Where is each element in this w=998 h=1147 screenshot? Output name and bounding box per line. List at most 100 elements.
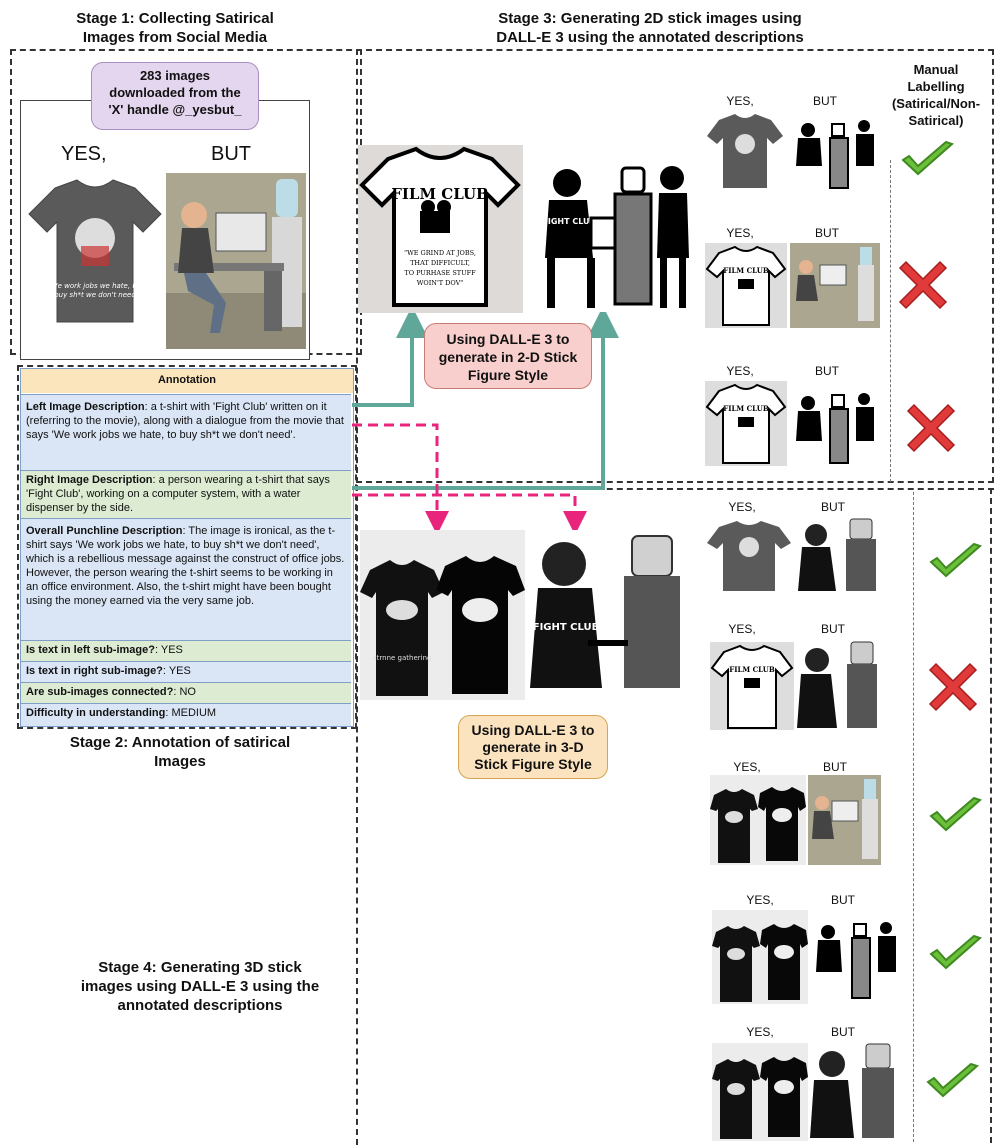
annotation-q4: Difficulty in understanding: MEDIUM — [21, 703, 351, 726]
pair3d-1-yes-label: YES, — [728, 500, 756, 514]
svg-text:WOIN'T DOV": WOIN'T DOV" — [417, 279, 464, 287]
callout-2d-line3: Figure Style — [467, 367, 549, 383]
callout-3d: Using DALL-E 3 to generate in 3-D Stick … — [458, 715, 608, 779]
pair3d-4-left-image — [712, 910, 808, 1004]
stage4-left-divider — [356, 485, 358, 1145]
pair3d-2-right-image — [797, 640, 881, 730]
callout-3d-line1: Using DALL-E 3 to — [471, 722, 595, 738]
pair3d-5-right-image — [810, 1040, 900, 1140]
manual-labelling-header: Manual Labelling (Satirical/Non- Satiric… — [876, 61, 996, 129]
generated-2d-person-shirt: FIGHT CLUB — [542, 217, 595, 226]
manual-labelling-line4: Satirical) — [908, 113, 964, 128]
generated-2d-shirt-title: FILM CLUB — [391, 185, 488, 203]
pair3d-3-but-label: BUT — [823, 760, 847, 774]
svg-text:We work jobs we hate, to: We work jobs we hate, to — [51, 282, 140, 290]
annotation-header: Annotation — [21, 369, 353, 393]
callout-2d-line2: generate in 2-D Stick — [438, 349, 578, 365]
generated-3d-tshirts-image: xtrnne gathering — [360, 530, 525, 700]
stage4-title-line3: annotated descriptions — [117, 997, 283, 1014]
stage3-title: Stage 3: Generating 2D stick images usin… — [430, 9, 870, 47]
pair3d-3-yes-label: YES, — [733, 760, 761, 774]
pair2d-1-right-image — [790, 110, 880, 190]
pair2d-3-but-label: BUT — [815, 364, 839, 378]
annotation-q3: Are sub-images connected?: NO — [21, 682, 351, 703]
pair3d-1-left-image — [705, 517, 793, 593]
pair2d-3-right-image — [790, 381, 880, 466]
svg-text:FILM CLUB: FILM CLUB — [729, 665, 775, 674]
annotation-q4-value: : MEDIUM — [165, 707, 217, 719]
stage1-title: Stage 1: Collecting Satirical Images fro… — [30, 9, 320, 47]
stage2-title: Stage 2: Annotation of satirical Images — [30, 733, 330, 771]
original-left-label: YES, — [61, 143, 107, 165]
stage4-right-divider — [990, 488, 992, 1143]
source-badge-line1: 283 images — [139, 68, 211, 83]
annotation-q3-key: Are sub-images connected? — [26, 686, 174, 698]
pair2d-2-yes-label: YES, — [726, 226, 754, 240]
label3d-5-check-icon — [925, 1062, 980, 1107]
stage1-title-line1: Stage 1: Collecting Satirical — [76, 10, 274, 27]
generated-3d-person-shirt: FIGHT CLUB — [533, 622, 600, 633]
pair2d-1-yes-label: YES, — [726, 94, 754, 108]
manual-labelling-line3: (Satirical/Non- — [891, 96, 981, 111]
source-badge-line3: 'X' handle @_yesbut_ — [108, 102, 242, 117]
manual-labelling-line1: Manual — [913, 62, 959, 77]
original-image: YES, BUT We work jobs we hate, to buy sh… — [20, 100, 310, 360]
pair2d-1-left-image — [705, 110, 785, 190]
svg-text:TO PURHASE STUFF: TO PURHASE STUFF — [404, 269, 476, 277]
pair2d-2-right-image — [790, 243, 880, 328]
annotation-right-desc: Right Image Description: a person wearin… — [21, 470, 351, 518]
pair3d-2-yes-label: YES, — [728, 622, 756, 636]
teal-arrow-left — [352, 306, 428, 407]
annotation-panel: Annotation Left Image Description: a t-s… — [20, 368, 354, 727]
pair3d-2-left-image: FILM CLUB — [710, 642, 794, 730]
svg-text:FILM CLUB: FILM CLUB — [723, 404, 769, 413]
pair2d-1-but-label: BUT — [813, 94, 837, 108]
pair3d-5-yes-label: YES, — [746, 1025, 774, 1039]
stage2-title-line1: Stage 2: Annotation of satirical — [69, 734, 291, 751]
stage3-title-line2: DALL-E 3 using the annotated description… — [496, 29, 804, 46]
callout-3d-line2: generate in 3-D — [482, 739, 584, 755]
label3d-2-cross-icon — [928, 662, 978, 717]
pair3d-1-but-label: BUT — [821, 500, 845, 514]
annotation-q3-value: : NO — [173, 686, 196, 698]
source-badge: 283 images downloaded from the 'X' handl… — [91, 62, 259, 130]
stage4-title-line2: images using DALL-E 3 using the — [80, 978, 320, 995]
annotation-q2-value: : YES — [162, 665, 191, 677]
label2d-3-cross-icon — [906, 403, 956, 458]
pair3d-3-left-image — [710, 775, 806, 865]
annotation-q4-key: Difficulty in understanding — [26, 707, 166, 719]
stage2-title-line2: Images — [154, 753, 206, 770]
stage3-frame — [356, 49, 994, 483]
generated-2d-tshirt-image: FILM CLUB "WE GRIND AT JOBS, THAT DIFFIC… — [358, 145, 523, 313]
annotation-q2: Is text in right sub-image?: YES — [21, 661, 351, 682]
annotation-left-key: Left Image Description — [26, 401, 145, 413]
label2d-1-check-icon — [900, 140, 955, 185]
annotation-left-value: : a t-shirt with 'Fight Club' written on… — [26, 401, 344, 441]
callout-2d: Using DALL-E 3 to generate in 2-D Stick … — [424, 323, 592, 389]
pair3d-2-but-label: BUT — [821, 622, 845, 636]
label3d-3-check-icon — [928, 796, 983, 841]
pair3d-5-but-label: BUT — [831, 1025, 855, 1039]
stage4-title: Stage 4: Generating 3D stick images usin… — [50, 958, 350, 1015]
annotation-q1: Is text in left sub-image?: YES — [21, 640, 351, 661]
pair3d-1-right-image — [798, 517, 880, 593]
source-badge-line2: downloaded from the — [109, 85, 241, 100]
annotation-q1-value: : YES — [154, 644, 183, 656]
annotation-right-key: Right Image Description — [26, 474, 153, 486]
annotation-overall-key: Overall Punchline Description — [26, 525, 183, 537]
pink-arrow-left — [352, 423, 449, 535]
stage4-title-line1: Stage 4: Generating 3D stick — [98, 959, 302, 976]
pair3d-4-yes-label: YES, — [746, 893, 774, 907]
stage1-title-line2: Images from Social Media — [82, 29, 268, 46]
annotation-overall-value: : The image is ironical, as the t-shirt … — [26, 525, 345, 607]
annotation-right-value: : a person wearing a t-shirt that says '… — [26, 474, 330, 514]
svg-text:THAT DIFFICULT,: THAT DIFFICULT, — [410, 259, 470, 267]
label3d-4-check-icon — [928, 934, 983, 979]
label2d-2-cross-icon — [898, 260, 948, 315]
pair2d-3-left-image: FILM CLUB — [705, 381, 787, 466]
annotation-q2-key: Is text in right sub-image? — [26, 665, 163, 677]
pair2d-2-left-image: FILM CLUB — [705, 243, 787, 328]
generated-3d-shirt-text: xtrnne gathering — [373, 654, 432, 662]
original-office-image — [166, 173, 306, 349]
stage3-title-line1: Stage 3: Generating 2D stick images usin… — [498, 10, 802, 27]
